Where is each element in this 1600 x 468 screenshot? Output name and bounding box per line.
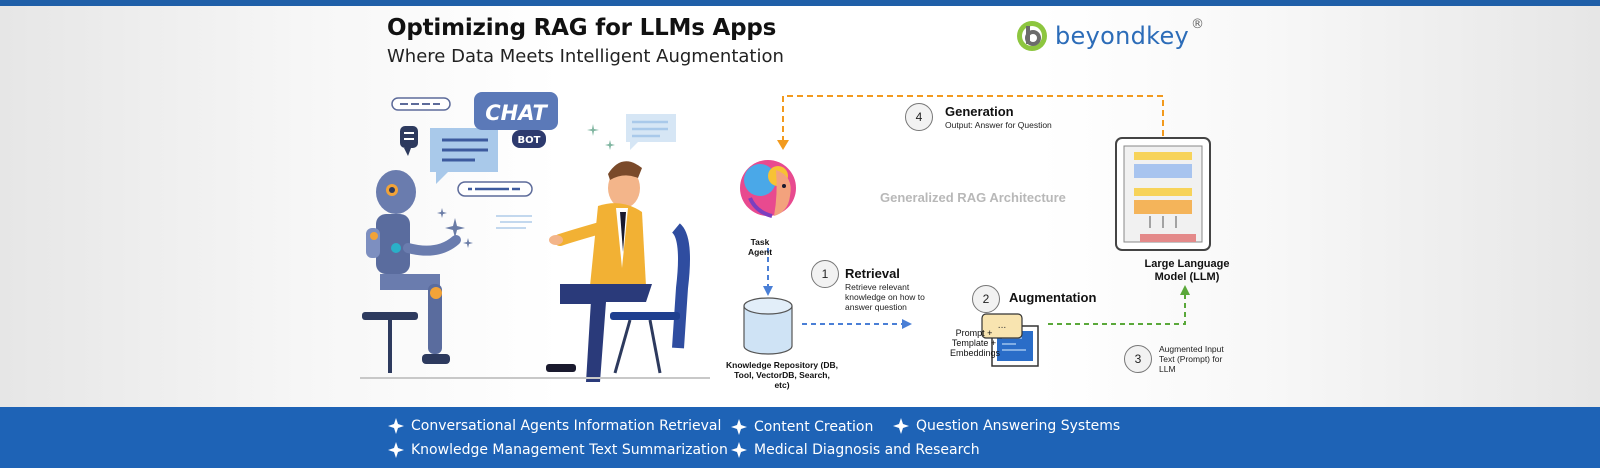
generation-arrow — [777, 95, 1164, 150]
prompt-template-label: Prompt + Template + Embeddings — [950, 328, 1001, 358]
step-2-number: 2 — [972, 285, 1000, 313]
use-case-item: Content Creation — [731, 419, 873, 435]
chatbot-illustration: CHAT BOT — [360, 92, 710, 382]
step-3-description: Augmented Input Text (Prompt) for LLM — [1159, 344, 1224, 374]
bubble-ellipsis: ... — [998, 321, 1007, 331]
knowledge-repository-label: Knowledge Repository (DB, Tool, VectorDB… — [726, 360, 838, 390]
page-title: Optimizing RAG for LLMs Apps — [387, 15, 777, 41]
speech-bubbles — [391, 97, 676, 229]
task-agent-label: Task Agent — [747, 237, 773, 257]
use-case-footer — [0, 407, 1600, 468]
step-4-number: 4 — [905, 103, 933, 131]
beyondkey-logo-icon — [1017, 21, 1047, 51]
use-case-item: Conversational Agents Information Retrie… — [388, 418, 721, 434]
top-accent-bar — [0, 0, 1600, 6]
chat-bot-badge: CHAT BOT — [474, 92, 558, 148]
use-case-label: Conversational Agents Information Retrie… — [411, 418, 722, 434]
page-subtitle: Where Data Meets Intelligent Augmentatio… — [387, 46, 784, 67]
task-agent-icon — [740, 160, 796, 218]
sparkle-icon — [388, 442, 404, 458]
step-2-title: Augmentation — [1009, 290, 1097, 305]
step-1-title: Retrieval — [845, 266, 900, 281]
llm-label: Large Language Model (LLM) — [1144, 258, 1230, 283]
step-1-description: Retrieve relevant knowledge on how to an… — [845, 282, 925, 312]
augmentation-input-arrow — [802, 319, 912, 329]
use-case-item: Knowledge Management Text Summarization — [388, 442, 728, 458]
augmented-prompt-arrow — [1048, 285, 1190, 325]
use-case-label: Content Creation — [754, 419, 874, 435]
bot-label: BOT — [518, 135, 541, 146]
step-3-number: 3 — [1124, 345, 1152, 373]
step-4-title: Generation — [945, 104, 1014, 119]
use-case-label: Knowledge Management Text Summarization — [411, 442, 728, 458]
brand-logo[interactable]: beyondkey ® — [1015, 16, 1205, 54]
sparkle-icon — [731, 419, 747, 435]
robot-figure — [362, 170, 461, 373]
use-case-label: Question Answering Systems — [916, 418, 1121, 434]
llm-icon — [1115, 137, 1211, 251]
prompt-template-icon: ... — [981, 313, 1039, 367]
sparkle-icon — [893, 418, 909, 434]
step-1-number: 1 — [811, 260, 839, 288]
sparkle-icons — [437, 124, 615, 248]
use-case-item: Question Answering Systems — [893, 418, 1120, 434]
step-4-description: Output: Answer for Question — [945, 120, 1052, 130]
man-figure — [546, 161, 690, 382]
knowledge-repository-icon — [743, 297, 793, 355]
diagram-title: Generalized RAG Architecture — [880, 190, 1066, 205]
brand-name: beyondkey — [1055, 22, 1190, 50]
use-case-label: Medical Diagnosis and Research — [754, 442, 980, 458]
chat-label: CHAT — [485, 101, 548, 125]
sparkle-icon — [731, 442, 747, 458]
sparkle-icon — [388, 418, 404, 434]
rag-architecture-diagram: ... — [740, 95, 1211, 367]
registered-mark: ® — [1191, 16, 1205, 32]
use-case-item: Medical Diagnosis and Research — [731, 442, 980, 458]
retrieval-arrow — [763, 248, 773, 296]
